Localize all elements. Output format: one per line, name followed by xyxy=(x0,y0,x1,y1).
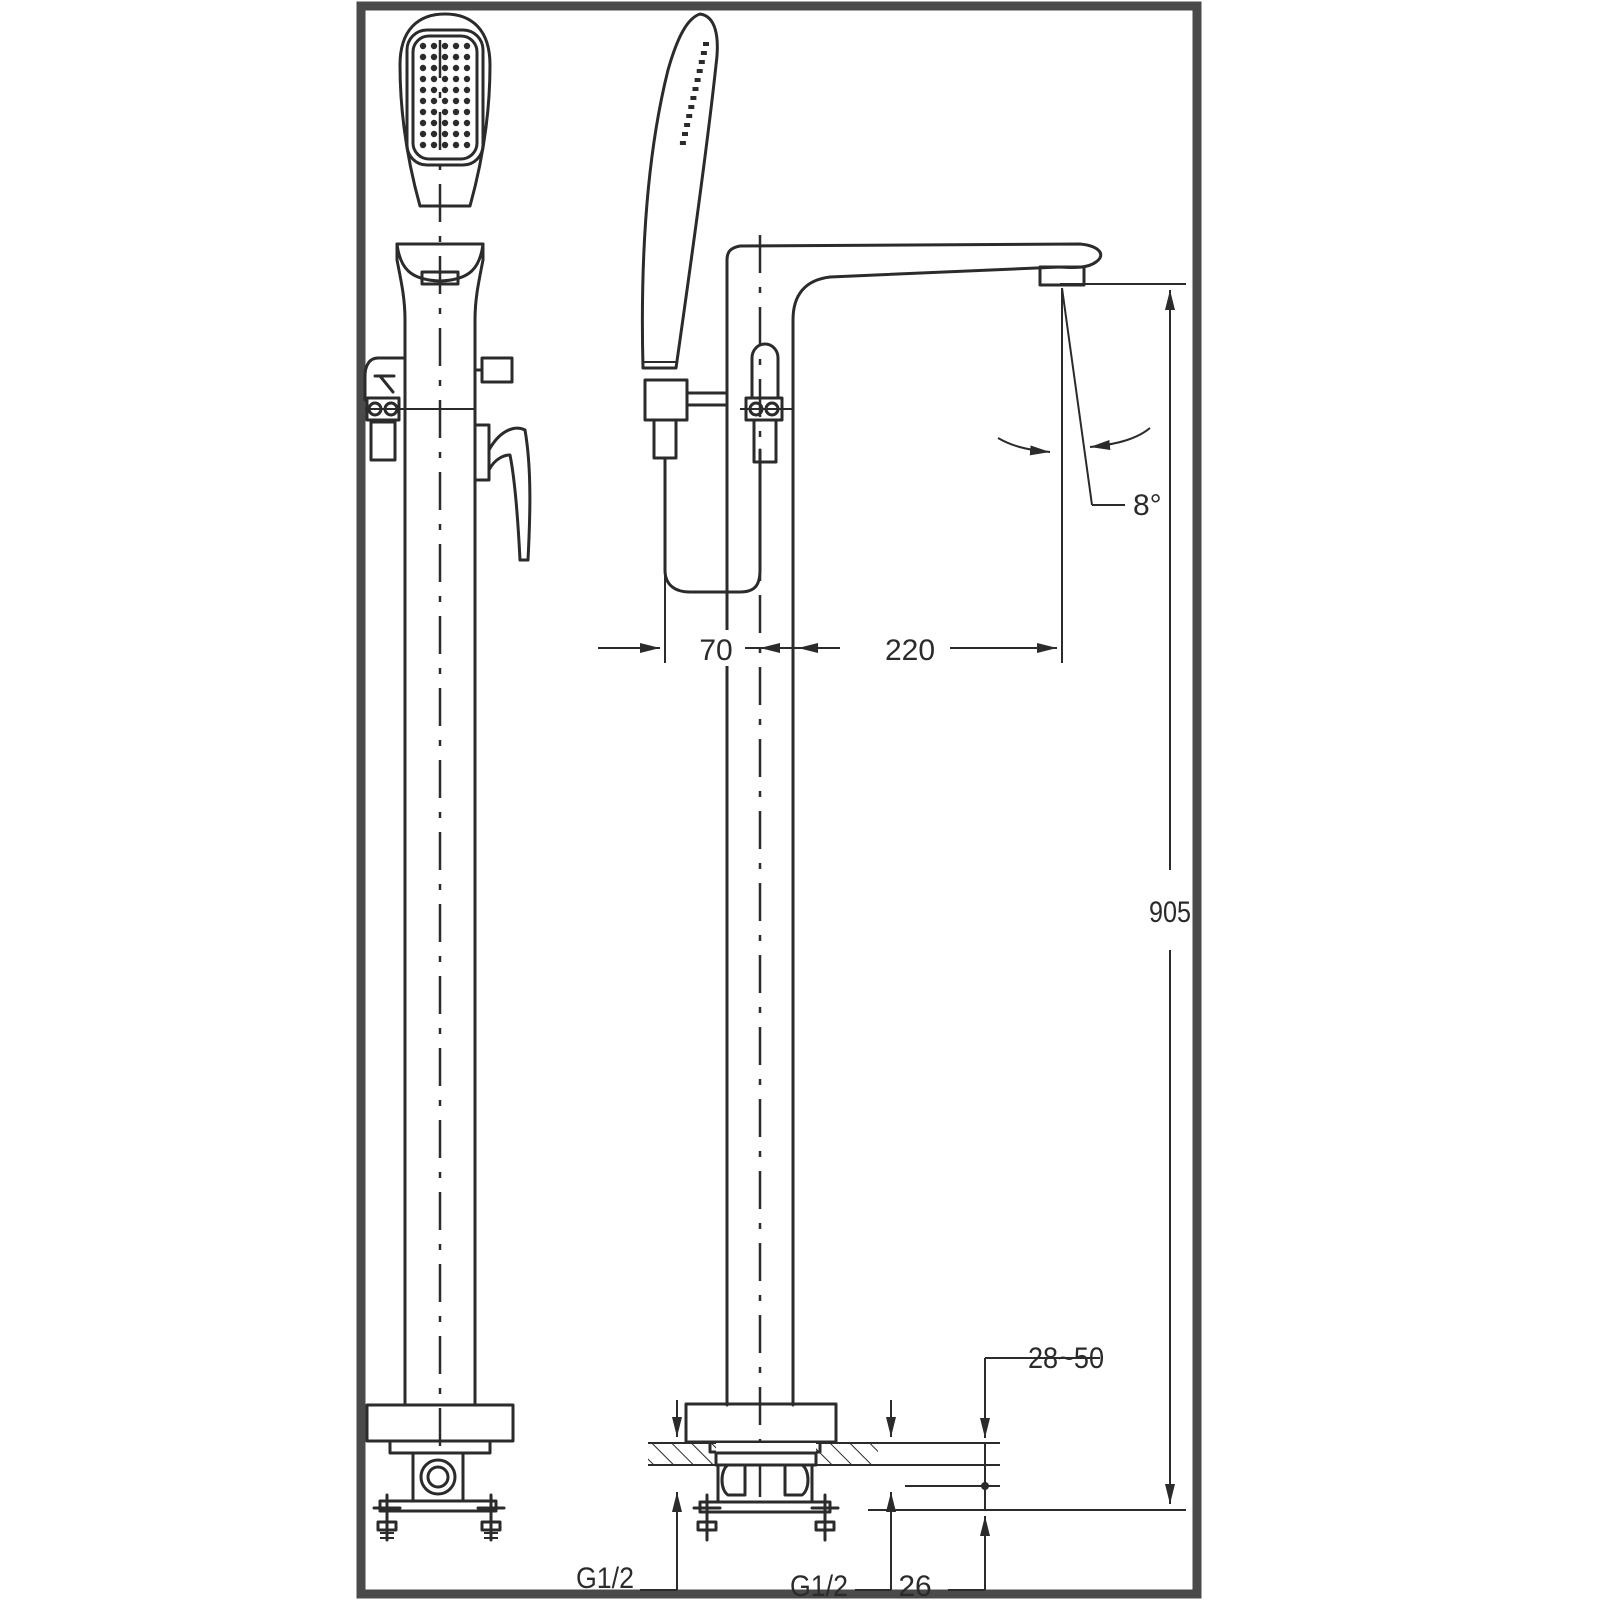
hose-connector-front xyxy=(363,356,407,462)
dim-label-inlet-left: G1/2 xyxy=(576,1562,634,1595)
dim-label-220: 220 xyxy=(885,634,935,667)
mounting-bolt-left xyxy=(372,1493,402,1542)
hand-shower-front xyxy=(398,12,492,208)
shower-hose xyxy=(663,448,762,594)
dim-label-angle: 8° xyxy=(1133,489,1162,522)
spray-nozzles xyxy=(419,42,471,149)
side-view xyxy=(640,12,1103,1542)
mixer-lever-front xyxy=(473,423,532,562)
dim-label-floor-thickness: 28~50 xyxy=(1028,1342,1104,1375)
dim-label-905: 905 xyxy=(1149,896,1191,929)
mounting-bolt-side-left xyxy=(692,1493,722,1542)
mounting-bolt-right xyxy=(476,1493,506,1542)
front-view xyxy=(363,12,532,1542)
upper-body xyxy=(395,242,485,1407)
dim-label-inlet-right: G1/2 xyxy=(790,1570,848,1600)
mounting-bolt-side-right xyxy=(810,1493,840,1542)
spout-body xyxy=(725,242,1103,1407)
shower-bracket xyxy=(643,378,689,422)
dimension-lines xyxy=(598,283,1186,1591)
dim-label-70: 70 xyxy=(699,634,732,667)
hand-shower-side xyxy=(640,12,719,370)
spray-nozzles-side xyxy=(679,42,709,145)
dim-label-26: 26 xyxy=(898,1570,931,1600)
drawing-frame xyxy=(356,1,1202,1599)
diverter-knob-front xyxy=(480,356,514,384)
mixer-handle-side xyxy=(744,342,784,464)
